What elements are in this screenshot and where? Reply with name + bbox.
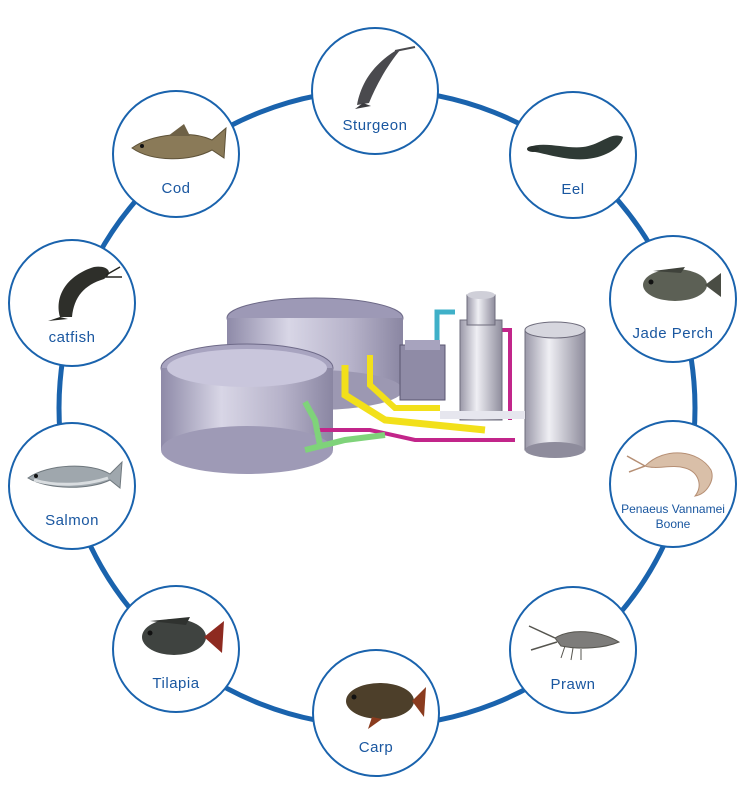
species-label: Salmon	[45, 512, 99, 529]
species-node-jade-perch: Jade Perch	[609, 235, 737, 363]
tilapia-icon	[142, 617, 224, 655]
species-label: catfish	[48, 329, 96, 346]
species-node-eel: Eel	[509, 91, 637, 219]
species-node-tilapia: Tilapia	[112, 585, 240, 713]
carp-icon	[346, 683, 426, 729]
recirculating-aquaculture-system-icon	[160, 291, 586, 474]
salmon-icon	[27, 460, 123, 489]
species-node-cod: Cod	[112, 90, 240, 218]
species-node-prawn: Prawn	[509, 586, 637, 714]
species-node-sturgeon: Sturgeon	[311, 27, 439, 155]
species-label: Cod	[161, 180, 191, 197]
species-label: Sturgeon	[342, 117, 408, 134]
sturgeon-icon	[355, 46, 416, 109]
species-label: Carp	[358, 739, 394, 756]
species-node-penaeus-vannamei-boone: Penaeus Vannamei Boone	[609, 420, 737, 548]
shrimp-icon	[626, 452, 713, 497]
catfish-icon	[48, 266, 122, 321]
species-label: Tilapia	[152, 675, 200, 692]
species-node-salmon: Salmon	[8, 422, 136, 550]
species-label: Penaeus Vannamei Boone	[621, 502, 725, 531]
species-node-carp: Carp	[312, 649, 440, 777]
jade-perch-icon	[643, 267, 721, 301]
eel-icon	[527, 135, 623, 160]
species-node-catfish: catfish	[8, 239, 136, 367]
species-label: Eel	[561, 181, 585, 198]
cod-icon	[131, 124, 227, 160]
prawn-icon	[528, 625, 621, 661]
species-label: Jade Perch	[632, 325, 714, 342]
species-label: Prawn	[550, 676, 596, 693]
